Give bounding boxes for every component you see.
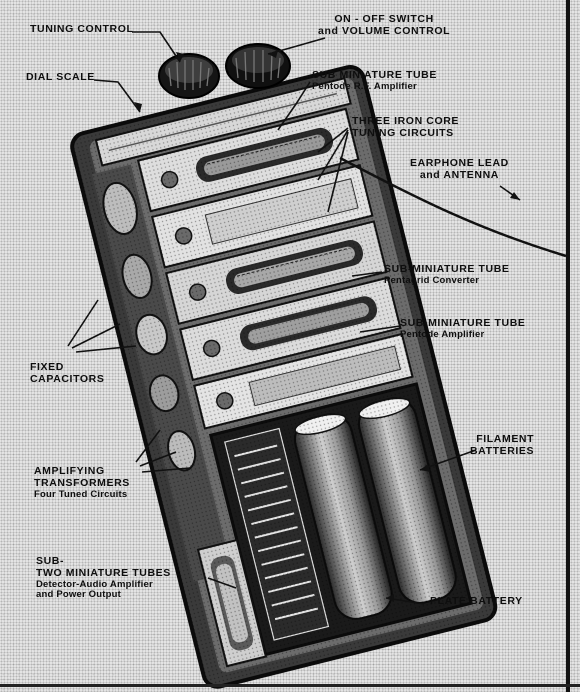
- label-two-tubes-line1: SUB-: [36, 555, 65, 567]
- label-earphone-lead: EARPHONE LEAD and ANTENNA: [410, 157, 509, 182]
- label-iron-core: THREE IRON CORE TUNING CIRCUITS: [352, 115, 460, 140]
- label-two-tubes-sub2: and Power Output: [36, 589, 122, 601]
- label-volume-control-text: and VOLUME CONTROL: [318, 24, 451, 37]
- label-rf-tube-sub: Pentode R.F. Amplifier: [312, 80, 417, 92]
- label-earphone-line2: and ANTENNA: [419, 168, 499, 181]
- label-rf-tube-title: SUB MINIATURE TUBE: [312, 69, 437, 81]
- label-plate-battery: PLATE BATTERY: [430, 595, 523, 608]
- label-converter-title: SUB-MINIATURE TUBE: [384, 263, 510, 275]
- label-dial-scale-text: DIAL SCALE: [26, 71, 95, 83]
- label-tuning-control-text: TUNING CONTROL: [30, 23, 134, 35]
- label-two-tubes-sub1: Detector-Audio Amplifier: [36, 578, 153, 590]
- label-earphone-line1: EARPHONE LEAD: [410, 157, 509, 169]
- label-converter-tube: SUB-MINIATURE TUBE Pentagrid Converter: [384, 263, 510, 286]
- label-tuning-control: TUNING CONTROL: [30, 23, 134, 36]
- label-plate-battery-text: PLATE BATTERY: [430, 595, 523, 607]
- label-filament-line2: BATTERIES: [470, 444, 535, 457]
- label-two-miniature-tubes: SUB- TWO MINIATURE TUBES Detector-Audio …: [36, 555, 171, 601]
- label-on-off-switch: ON - OFF SWITCH and VOLUME CONTROL: [318, 13, 451, 38]
- label-on-off-text: ON - OFF SWITCH: [334, 13, 434, 25]
- label-amp-title: SUB-MINIATURE TUBE: [400, 317, 526, 329]
- label-rf-tube: SUB MINIATURE TUBE Pentode R.F. Amplifie…: [312, 69, 437, 92]
- label-amp-sub: Pentode Amplifier: [400, 328, 485, 340]
- label-amplifying-sub: Four Tuned Circuits: [34, 488, 128, 500]
- label-fixed-line1: FIXED: [30, 361, 64, 373]
- label-amplifying-transformers: AMPLIFYING TRANSFORMERS Four Tuned Circu…: [34, 465, 130, 500]
- label-fixed-capacitors: FIXED CAPACITORS: [30, 361, 105, 386]
- label-iron-core-line2: TUNING CIRCUITS: [352, 126, 454, 139]
- label-converter-sub: Pentagrid Converter: [384, 274, 480, 286]
- label-dial-scale: DIAL SCALE: [26, 71, 95, 84]
- label-iron-core-line1: THREE IRON CORE: [352, 115, 460, 127]
- label-amplifying-line2: TRANSFORMERS: [34, 476, 130, 489]
- bottom-border-rule: [0, 684, 580, 687]
- label-amplifying-line1: AMPLIFYING: [34, 465, 105, 477]
- right-border-rule: [566, 0, 570, 692]
- label-two-tubes-line2: TWO MINIATURE TUBES: [36, 566, 171, 579]
- label-fixed-line2: CAPACITORS: [30, 372, 105, 385]
- label-filament-batteries: FILAMENT BATTERIES: [470, 433, 535, 458]
- label-filament-line1: FILAMENT: [476, 433, 535, 445]
- label-amp-tube: SUB-MINIATURE TUBE Pentode Amplifier: [400, 317, 526, 340]
